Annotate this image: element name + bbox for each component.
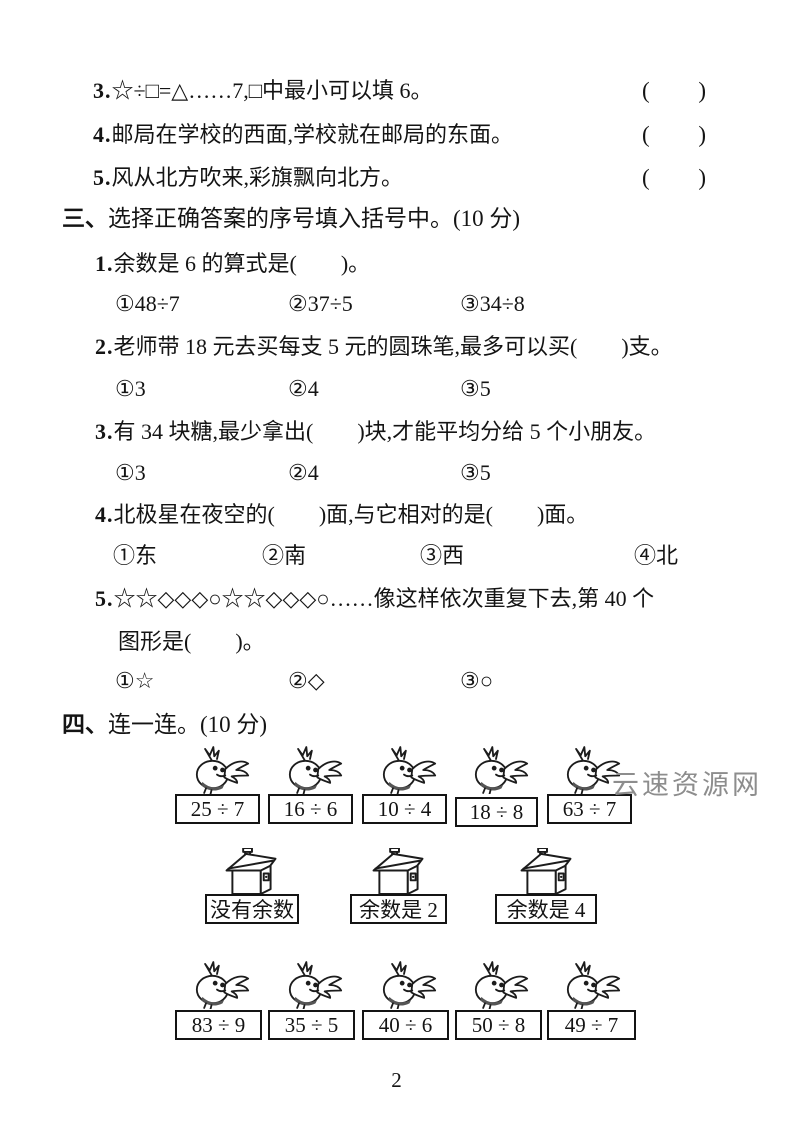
match-expression-box[interactable]: 49 ÷ 7 xyxy=(547,1010,636,1040)
site-watermark: 云速资源网 xyxy=(612,770,762,800)
question-text: ☆÷□=△……7,□中最小可以填 6。 xyxy=(111,78,433,103)
question-text: ☆☆◇◇◇○☆☆◇◇◇○……像这样依次重复下去,第 40 个 xyxy=(113,586,655,611)
tf-question-5: 5.风从北方吹来,彩旗飘向北方。 xyxy=(93,164,403,192)
section-number: 四、 xyxy=(62,712,108,737)
answer-brackets: () xyxy=(642,121,706,149)
answer-brackets: () xyxy=(642,164,706,192)
mc-question-2: 2.老师带 18 元去买每支 5 元的圆珠笔,最多可以买( )支。 xyxy=(95,333,673,361)
match-expression-box[interactable]: 50 ÷ 8 xyxy=(455,1010,542,1040)
match-remainder-box[interactable]: 余数是 2 xyxy=(350,894,447,924)
bracket-close: ) xyxy=(698,78,706,103)
mc-q4-option-4: ④北 xyxy=(634,543,679,568)
question-number: 4. xyxy=(93,122,112,147)
section-three-heading: 三、选择正确答案的序号填入括号中。(10 分) xyxy=(62,205,520,233)
question-number: 4. xyxy=(95,502,114,527)
question-text: 北极星在夜空的( )面,与它相对的是( )面。 xyxy=(113,502,589,527)
bracket-close: ) xyxy=(698,165,706,190)
bird-icon xyxy=(184,746,250,794)
match-expression-box[interactable]: 40 ÷ 6 xyxy=(362,1010,449,1040)
match-expression-box[interactable]: 16 ÷ 6 xyxy=(268,794,353,824)
question-number: 1. xyxy=(95,251,114,276)
question-number: 3. xyxy=(93,78,112,103)
mc-q5-option-3: ③○ xyxy=(460,668,494,693)
tf-question-4: 4.邮局在学校的西面,学校就在邮局的东面。 xyxy=(93,121,513,149)
mc-q3-option-1: ①3 xyxy=(115,460,146,485)
match-expression-box[interactable]: 35 ÷ 5 xyxy=(268,1010,355,1040)
bird-icon xyxy=(463,961,529,1009)
bracket-open: ( xyxy=(642,122,650,147)
mc-question-1: 1.余数是 6 的算式是( )。 xyxy=(95,250,370,278)
mc-question-3: 3.有 34 块糖,最少拿出( )块,才能平均分给 5 个小朋友。 xyxy=(95,418,656,446)
page-number: 2 xyxy=(391,1068,402,1092)
mc-q1-option-1: ①48÷7 xyxy=(115,291,180,316)
bracket-open: ( xyxy=(642,165,650,190)
question-number: 5. xyxy=(95,586,114,611)
question-number: 5. xyxy=(93,165,112,190)
match-expression-box[interactable]: 10 ÷ 4 xyxy=(362,794,447,824)
match-expression-box[interactable]: 25 ÷ 7 xyxy=(175,794,260,824)
bird-icon xyxy=(184,961,250,1009)
match-expression-box[interactable]: 63 ÷ 7 xyxy=(547,794,632,824)
mc-q1-option-3: ③34÷8 xyxy=(460,291,525,316)
section-four-heading: 四、连一连。(10 分) xyxy=(62,711,267,739)
match-remainder-box[interactable]: 没有余数 xyxy=(205,894,299,924)
section-title: 连一连。(10 分) xyxy=(108,712,268,737)
house-icon xyxy=(370,848,426,895)
mc-q5-option-2: ②◇ xyxy=(288,668,325,693)
bird-icon xyxy=(371,961,437,1009)
mc-q4-option-2: ②南 xyxy=(262,543,307,568)
bird-icon xyxy=(277,961,343,1009)
section-number: 三、 xyxy=(62,206,108,231)
bird-icon xyxy=(463,746,529,794)
mc-q3-option-2: ②4 xyxy=(288,460,319,485)
mc-q1-option-2: ②37÷5 xyxy=(288,291,353,316)
mc-q2-option-2: ②4 xyxy=(288,376,319,401)
mc-q2-option-1: ①3 xyxy=(115,376,146,401)
mc-q4-option-1: ①东 xyxy=(113,543,158,568)
match-expression-box[interactable]: 83 ÷ 9 xyxy=(175,1010,262,1040)
match-remainder-box[interactable]: 余数是 4 xyxy=(495,894,597,924)
house-icon xyxy=(518,848,574,895)
answer-brackets: () xyxy=(642,77,706,105)
mc-q5-option-1: ①☆ xyxy=(115,668,155,693)
mc-q4-option-3: ③西 xyxy=(420,543,465,568)
mc-q2-option-3: ③5 xyxy=(460,376,491,401)
mc-question-4: 4.北极星在夜空的( )面,与它相对的是( )面。 xyxy=(95,501,588,529)
question-number: 3. xyxy=(95,419,114,444)
bird-icon xyxy=(555,961,621,1009)
mc-question-5: 5.☆☆◇◇◇○☆☆◇◇◇○……像这样依次重复下去,第 40 个 xyxy=(95,585,654,613)
tf-question-3: 3.☆÷□=△……7,□中最小可以填 6。 xyxy=(93,77,432,105)
match-expression-box[interactable]: 18 ÷ 8 xyxy=(455,797,538,827)
section-title: 选择正确答案的序号填入括号中。(10 分) xyxy=(108,206,521,231)
bird-icon xyxy=(371,746,437,794)
mc-question-5-line2: 图形是( )。 xyxy=(118,629,265,654)
question-text: 风从北方吹来,彩旗飘向北方。 xyxy=(111,165,404,190)
bird-icon xyxy=(277,746,343,794)
mc-q3-option-3: ③5 xyxy=(460,460,491,485)
question-text: 邮局在学校的西面,学校就在邮局的东面。 xyxy=(111,122,514,147)
question-text: 有 34 块糖,最少拿出( )块,才能平均分给 5 个小朋友。 xyxy=(113,419,657,444)
question-text: 余数是 6 的算式是( )。 xyxy=(113,251,371,276)
question-number: 2. xyxy=(95,334,114,359)
bracket-close: ) xyxy=(698,122,706,147)
house-icon xyxy=(223,848,279,895)
bracket-open: ( xyxy=(642,78,650,103)
question-text: 老师带 18 元去买每支 5 元的圆珠笔,最多可以买( )支。 xyxy=(113,334,673,359)
